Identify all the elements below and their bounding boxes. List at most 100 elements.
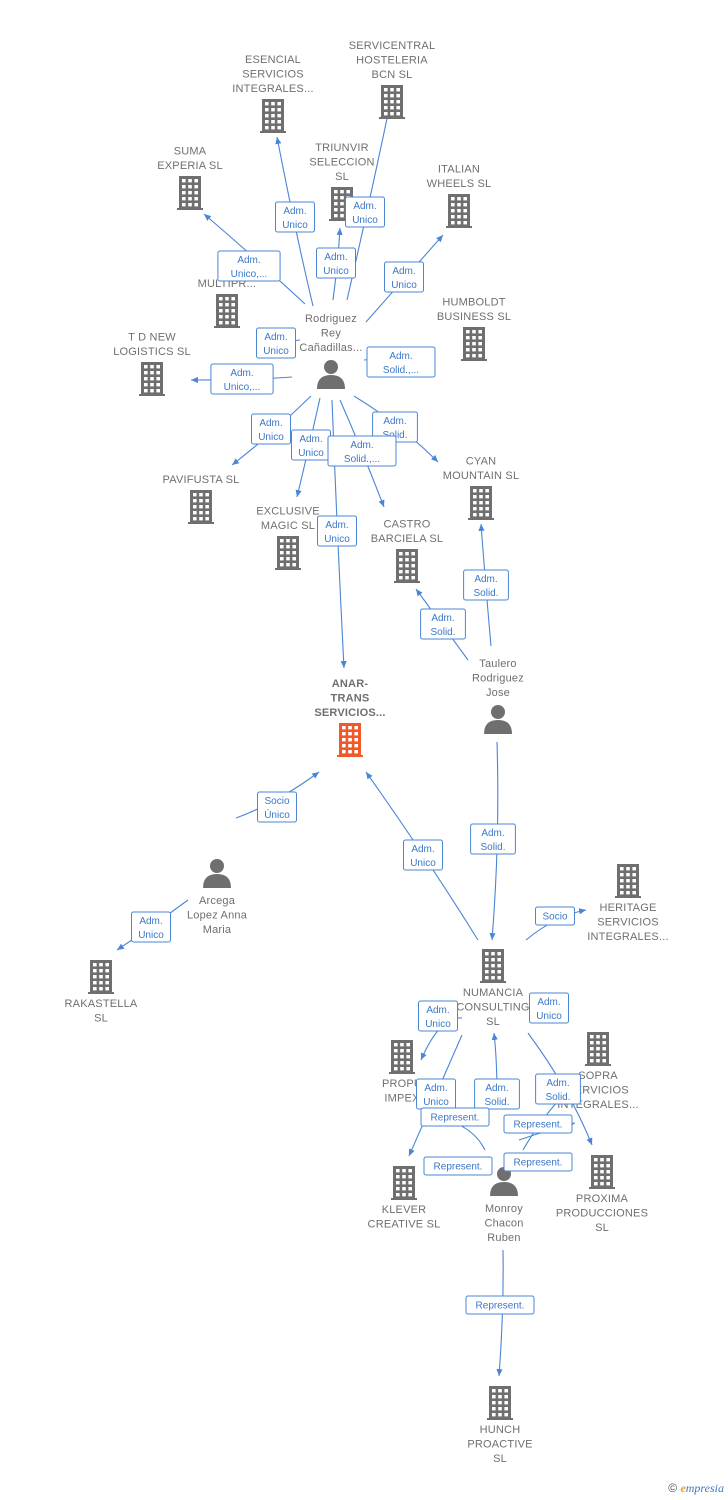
edge-label-box — [210, 363, 274, 395]
edge-label[interactable]: Represent. — [423, 1156, 493, 1176]
edge-label[interactable]: Adm.Solid. — [372, 411, 418, 443]
node-label: CYAN — [466, 456, 497, 468]
building-icon — [389, 1040, 415, 1074]
edge-label[interactable]: Adm. Unico — [275, 201, 315, 233]
edge-label[interactable]: Adm.Unico — [529, 992, 569, 1024]
node-label: HUMBOLDT — [442, 297, 505, 309]
edge-label[interactable]: Adm.Solid. — [535, 1073, 581, 1105]
edge-label[interactable]: Adm.Unico — [251, 413, 291, 445]
node-label: IMPEX — [384, 1093, 420, 1105]
node-label: PROXIMA — [576, 1193, 629, 1205]
node-pavifusta[interactable]: PAVIFUSTA SL — [163, 474, 240, 524]
edge-label[interactable]: Adm.Unico — [256, 327, 296, 359]
node-rakastella[interactable]: RAKASTELLA SL — [65, 960, 138, 1025]
edge-label-text: Represent. — [434, 1162, 483, 1173]
edge-label-text: Unico — [352, 215, 378, 226]
node-label: RAKASTELLA — [65, 998, 138, 1010]
brand-logo[interactable]: empresia — [680, 1481, 724, 1495]
edge-label[interactable]: Socio — [535, 906, 575, 926]
edge-label-text: Unico — [258, 432, 284, 443]
node-label: SL — [335, 171, 349, 183]
edge-label[interactable]: Adm.Unico — [316, 247, 356, 279]
edge-label[interactable]: Adm.Solid. — [470, 823, 516, 855]
building-icon — [394, 549, 420, 583]
node-label: CONSULTING — [456, 1002, 529, 1014]
edge-label[interactable]: Adm.Solid. — [474, 1078, 520, 1110]
edge-label[interactable]: Represent. — [465, 1295, 535, 1315]
edge-label[interactable]: Adm.Unico — [403, 839, 443, 871]
edge-label-box — [345, 196, 385, 228]
edge-label[interactable]: Adm.Unico,... — [217, 250, 281, 282]
node-label: SERVICIOS — [242, 69, 304, 81]
edge-label-text: Solid. — [484, 1097, 509, 1108]
building-icon — [585, 1032, 611, 1066]
edge-label-box — [535, 1073, 581, 1105]
edge-label-text: Unico — [282, 220, 308, 231]
edge-label-box — [257, 791, 297, 823]
edge-label-text: Represent. — [476, 1301, 525, 1312]
edge-label-box — [366, 346, 436, 378]
edge-label-text: Adm. — [237, 255, 260, 266]
edge-label[interactable]: Adm.Unico,... — [210, 363, 274, 395]
edge-label[interactable]: Represent. — [420, 1107, 490, 1127]
edge-label-box — [327, 435, 397, 467]
edge-label-text: Adm. — [324, 252, 347, 263]
edge-label[interactable]: Adm.Unico — [317, 515, 357, 547]
building-icon — [391, 1166, 417, 1200]
edge-label[interactable]: Represent. — [503, 1152, 573, 1172]
node-label: Chacon — [484, 1218, 523, 1230]
edge-label-box — [251, 413, 291, 445]
edge-label[interactable]: Adm.Solid.,... — [327, 435, 397, 467]
edge-label[interactable]: Adm.Unico — [345, 196, 385, 228]
node-heritage[interactable]: HERITAGESERVICIOSINTEGRALES... — [587, 864, 669, 943]
building-icon — [615, 864, 641, 898]
node-label: SL — [94, 1013, 108, 1025]
edge-label[interactable]: Adm.Unico — [384, 261, 424, 293]
edge-label-text: Adm. — [283, 206, 306, 217]
edge-label-box — [384, 261, 424, 293]
brand-e: e — [680, 1481, 686, 1495]
edge-label[interactable]: Represent. — [503, 1114, 573, 1134]
node-esencial[interactable]: ESENCIALSERVICIOSINTEGRALES... — [232, 54, 314, 133]
edge-label[interactable]: Adm.Unico — [418, 1000, 458, 1032]
edge-label[interactable]: Adm.Unico — [416, 1078, 456, 1110]
edge-label[interactable]: Adm.Unico — [131, 911, 171, 943]
node-rodriguez[interactable]: RodriguezReyCañadillas... — [299, 313, 362, 389]
edge-label-text: Unico,... — [224, 382, 261, 393]
edge-label-text: Solid.,... — [383, 365, 419, 376]
node-label: KLEVER — [382, 1204, 427, 1216]
building-icon — [260, 99, 286, 133]
node-label: TRANS — [331, 693, 370, 705]
edge-label-text: Unico — [391, 280, 417, 291]
building-icon — [446, 194, 472, 228]
edge-label[interactable]: Adm.Solid. — [420, 608, 466, 640]
node-anar[interactable]: ANAR-TRANSSERVICIOS... — [314, 678, 385, 757]
edge-label-text: Unico — [425, 1019, 451, 1030]
node-multipr[interactable]: MULTIPR... — [198, 278, 257, 328]
edge-label[interactable]: Adm.Solid.,... — [366, 346, 436, 378]
edge-label-text: Socio — [542, 912, 567, 923]
node-label: Jose — [486, 687, 510, 699]
node-label: INTEGRALES... — [232, 83, 313, 95]
edge-label[interactable]: Adm.Solid. — [463, 569, 509, 601]
edge-label-text: Adm. — [431, 613, 454, 624]
edge-label[interactable]: Adm.Unico — [291, 429, 331, 461]
